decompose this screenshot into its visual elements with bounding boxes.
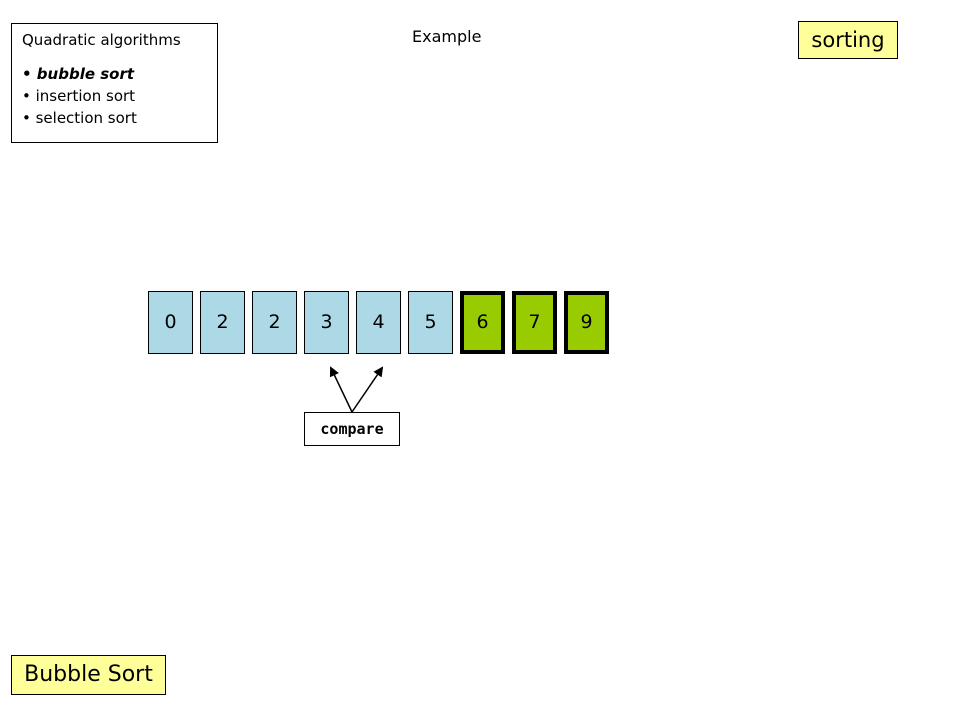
array-cell: 7 [512,291,557,354]
algorithm-item: • bubble sort [22,65,135,83]
algorithms-title: Quadratic algorithms [22,31,181,49]
compare-label: compare [304,412,400,446]
array-cell: 3 [304,291,349,354]
array-cell: 6 [460,291,505,354]
array-cell: 9 [564,291,609,354]
example-label: Example [412,27,482,46]
compare-arrow-left [329,366,353,413]
algorithm-item: • insertion sort [22,87,136,105]
array-cell: 4 [356,291,401,354]
array-cell: 2 [252,291,297,354]
array-cell: 2 [200,291,245,354]
array-cell: 0 [148,291,193,354]
algorithms-panel: Quadratic algorithms • bubble sort • ins… [11,23,218,143]
array-cell: 5 [408,291,453,354]
algorithm-item: • selection sort [22,109,137,127]
compare-arrow-right [351,366,384,413]
slide-title: Bubble Sort [11,655,166,695]
topic-badge: sorting [798,21,898,59]
